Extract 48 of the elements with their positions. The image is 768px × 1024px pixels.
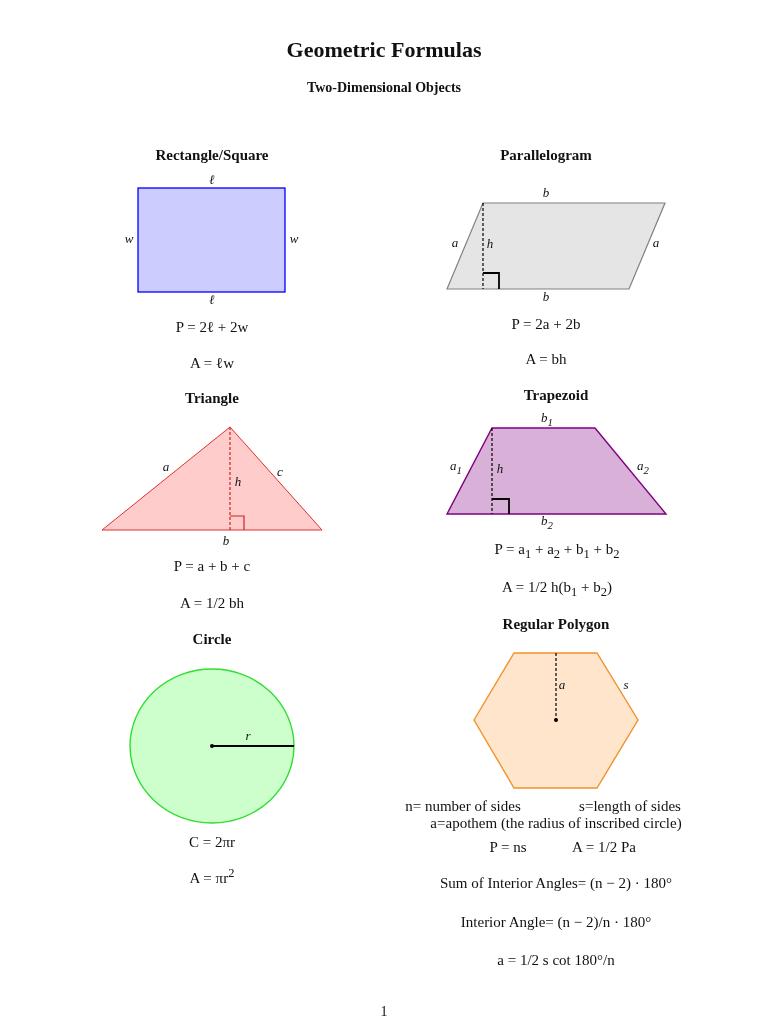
formula: A = 1/2 Pa <box>572 838 636 856</box>
formula: A = 1/2 h(b$_{1}$ + b$_{2}$) <box>502 578 612 600</box>
dimension-label: a <box>558 677 566 693</box>
formula: P = 2a + 2b <box>511 315 581 333</box>
dimension-label: b <box>542 185 550 201</box>
dimension-label: b$_{2}$ <box>541 514 553 532</box>
shape-heading: Regular Polygon <box>502 615 610 633</box>
dimension-label: w <box>289 231 299 247</box>
dimension-label: s <box>623 677 629 693</box>
formula: Sum of Interior Angles= (n − 2) · 180° <box>439 874 673 892</box>
shape-heading: Parallelogram <box>500 146 592 164</box>
dimension-label: a$_{1}$ <box>450 459 462 477</box>
shape-heading: Rectangle/Square <box>155 146 269 164</box>
formula: A = ℓw <box>190 354 234 372</box>
definition-text: s=length of sides <box>579 797 681 815</box>
page-title: Geometric Formulas <box>286 37 482 63</box>
dimension-label: b$_{1}$ <box>541 411 553 429</box>
formula: a = 1/2 s cot 180°/n <box>497 951 615 969</box>
section-subtitle: Two-Dimensional Objects <box>306 80 462 96</box>
dimension-label: a <box>162 459 170 475</box>
formula: P = a + b + c <box>173 557 251 575</box>
dimension-label: h <box>496 461 504 477</box>
dimension-label: ℓ <box>209 292 215 308</box>
dimension-label: b <box>542 289 550 305</box>
page-number: 1 <box>380 1004 388 1020</box>
dimension-label: w <box>124 231 134 247</box>
definition-text: a=apothem (the radius of inscribed circle) <box>430 814 682 832</box>
dimension-label: h <box>234 474 242 490</box>
shape-heading: Circle <box>192 630 232 648</box>
dimension-label: a$_{2}$ <box>637 459 649 477</box>
dimension-label: b <box>222 533 230 549</box>
shape-heading: Trapezoid <box>523 386 589 404</box>
dimension-label: ℓ <box>209 172 215 188</box>
formula: P = ns <box>489 838 527 856</box>
formula: A = πr$^{2}$ <box>189 867 235 887</box>
formula: A = bh <box>525 350 567 368</box>
dimension-label: h <box>486 236 494 252</box>
dimension-label: r <box>245 728 251 744</box>
formula: C = 2πr <box>189 833 235 851</box>
dimension-label: c <box>277 464 283 480</box>
formula: P = 2ℓ + 2w <box>175 318 249 336</box>
dimension-label: a <box>451 235 459 251</box>
definition-text: n= number of sides <box>405 797 521 815</box>
shape-heading: Triangle <box>185 389 239 407</box>
formula: P = a$_{1}$ + a$_{2}$ + b$_{1}$ + b$_{2}$ <box>494 540 620 562</box>
dimension-label: a <box>652 235 660 251</box>
formula: A = 1/2 bh <box>180 594 244 612</box>
formula: Interior Angle= (n − 2)/n · 180° <box>460 913 652 931</box>
